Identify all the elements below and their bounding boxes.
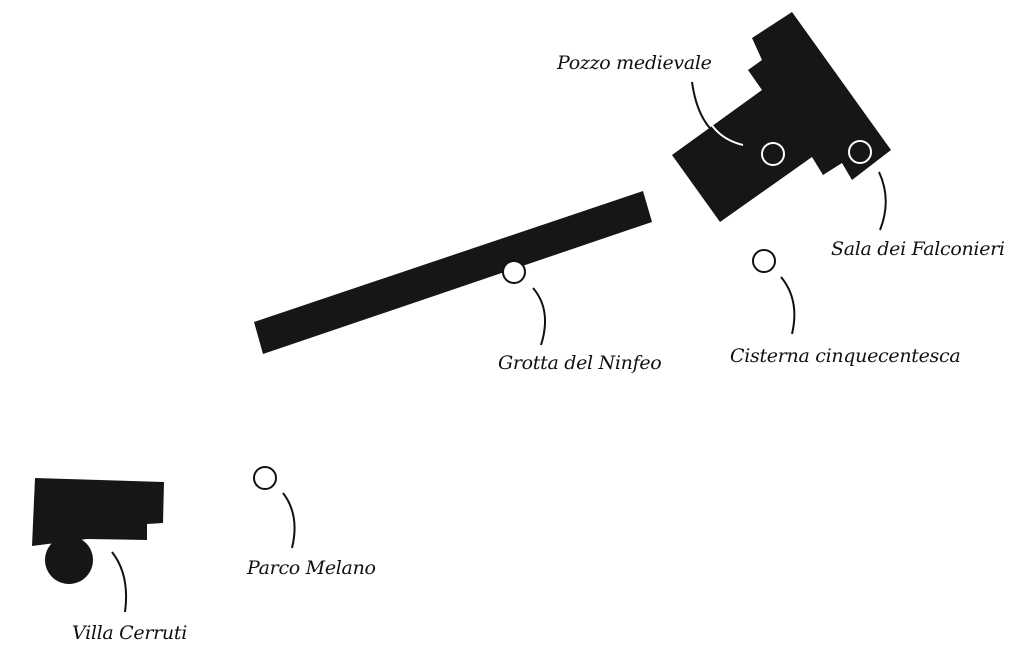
label-cisterna[interactable]: Cisterna cinquecentesca bbox=[730, 345, 961, 367]
leader-villa bbox=[111, 551, 128, 613]
leader-sala bbox=[878, 171, 887, 231]
villa-building bbox=[32, 478, 164, 546]
leader-cisterna bbox=[780, 276, 796, 335]
castle-building bbox=[672, 12, 891, 222]
label-villa[interactable]: Villa Cerruti bbox=[72, 622, 187, 644]
villa-round-tower bbox=[45, 536, 93, 584]
marker-pozzo[interactable] bbox=[761, 142, 785, 166]
leader-pozzo-white bbox=[710, 123, 744, 146]
marker-parco[interactable] bbox=[253, 466, 277, 490]
label-sala[interactable]: Sala dei Falconieri bbox=[831, 238, 1005, 260]
leader-parco bbox=[282, 492, 296, 549]
label-pozzo[interactable]: Pozzo medievale bbox=[557, 52, 712, 74]
label-parco[interactable]: Parco Melano bbox=[247, 557, 376, 579]
grotta-tunnel bbox=[254, 191, 652, 354]
leader-grotta bbox=[532, 287, 547, 346]
marker-sala[interactable] bbox=[848, 140, 872, 164]
label-grotta[interactable]: Grotta del Ninfeo bbox=[498, 352, 662, 374]
marker-cisterna[interactable] bbox=[752, 249, 776, 273]
marker-grotta[interactable] bbox=[502, 260, 526, 284]
